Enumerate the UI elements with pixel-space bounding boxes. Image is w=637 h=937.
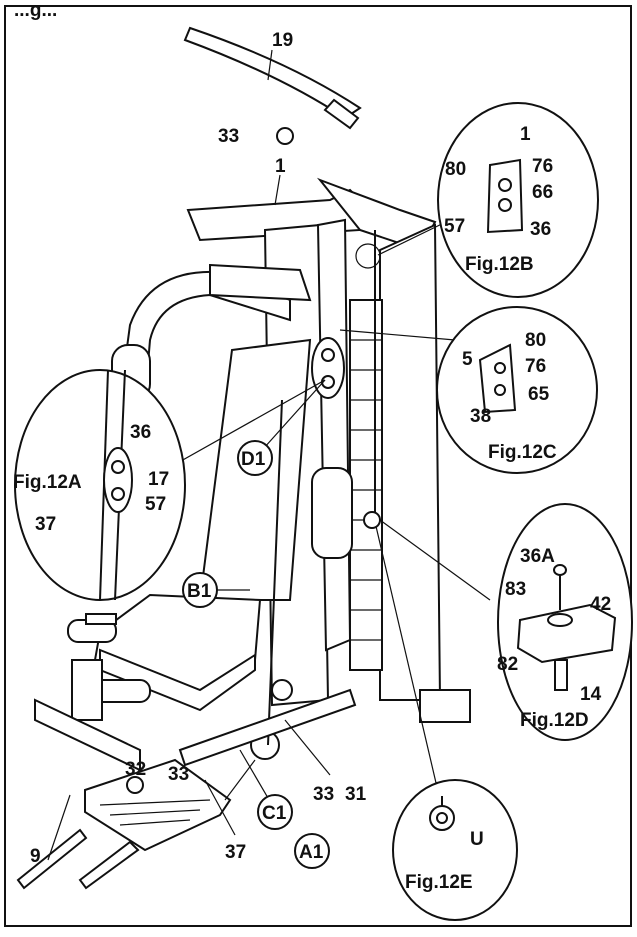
callout-31: 31 [345,784,367,805]
svg-text:38: 38 [470,406,491,427]
weight-stack [349,299,383,671]
weight-tower [379,223,442,701]
base-foot-right [419,689,471,723]
part-33-top-pulley [276,127,294,145]
fig-12a-title: Fig.12A [13,472,82,493]
callout-33-b: 33 [313,784,334,805]
top-curved-bar [183,26,362,120]
callout-19: 19 [272,30,293,51]
fig-12c-title: Fig.12C [488,442,557,463]
callout-33-top: 33 [218,126,239,147]
callout-9: 9 [30,846,41,867]
arm-pad-frame [118,270,291,401]
callout-c1: C1 [257,794,293,830]
fig-12e-title: Fig.12E [405,872,473,893]
fig-12b-title: Fig.12B [465,254,534,275]
callout-a1: A1 [294,833,330,869]
svg-text:80: 80 [525,330,546,351]
callout-1: 1 [275,156,286,177]
svg-text:66: 66 [532,182,553,203]
header-fragment: ...g... [14,0,57,21]
svg-text:42: 42 [590,594,611,615]
svg-text:D1: D1 [241,449,266,470]
callout-d1: D1 [237,440,273,476]
arm-pad-right [311,467,353,559]
detail-fig-12a: 36 17 57 37 Fig.12A [13,369,186,601]
svg-text:36: 36 [530,219,551,240]
pec-deck-bar [209,263,312,302]
svg-text:37: 37 [35,514,56,535]
leg-extension-arm [71,659,103,721]
svg-text:76: 76 [532,156,553,177]
callout-37: 37 [225,842,246,863]
svg-text:82: 82 [497,654,518,675]
svg-text:14: 14 [580,684,602,705]
cable-c1 [267,399,283,746]
svg-text:65: 65 [528,384,550,405]
svg-text:36: 36 [130,422,151,443]
svg-text:17: 17 [148,469,169,490]
svg-text:5: 5 [462,349,473,370]
svg-text:U: U [470,829,484,850]
svg-text:57: 57 [444,216,465,237]
detail-marker-12b [355,243,381,269]
base-rail [178,688,357,767]
detail-fig-12e: U Fig.12E [392,779,518,921]
svg-text:83: 83 [505,579,526,600]
svg-text:80: 80 [445,159,466,180]
callout-b1: B1 [182,572,218,608]
svg-text:A1: A1 [299,842,324,863]
svg-text:B1: B1 [187,581,212,602]
bottom-pulley [363,511,381,529]
handle-right [78,840,140,890]
detail-fig-12d: 36A 83 42 82 14 Fig.12D [497,503,633,741]
svg-text:36A: 36A [520,546,555,567]
svg-text:57: 57 [145,494,166,515]
detail-fig-12c: 80 5 76 65 38 Fig.12C [436,306,598,474]
fig-12d-title: Fig.12D [520,710,589,731]
bar-end-cap [323,98,360,130]
front-roller-bar [34,698,141,772]
svg-text:1: 1 [520,124,531,145]
callout-33-a: 33 [168,764,189,785]
handle-left [16,828,88,890]
svg-text:76: 76 [525,356,546,377]
page-frame [4,5,632,927]
svg-text:C1: C1 [262,803,287,824]
foot-plate [84,758,232,852]
callout-32: 32 [125,759,146,780]
foot-plate-pattern [99,799,211,826]
detail-fig-12b: 1 80 76 66 57 36 Fig.12B [437,102,599,298]
handle-side [85,613,117,625]
